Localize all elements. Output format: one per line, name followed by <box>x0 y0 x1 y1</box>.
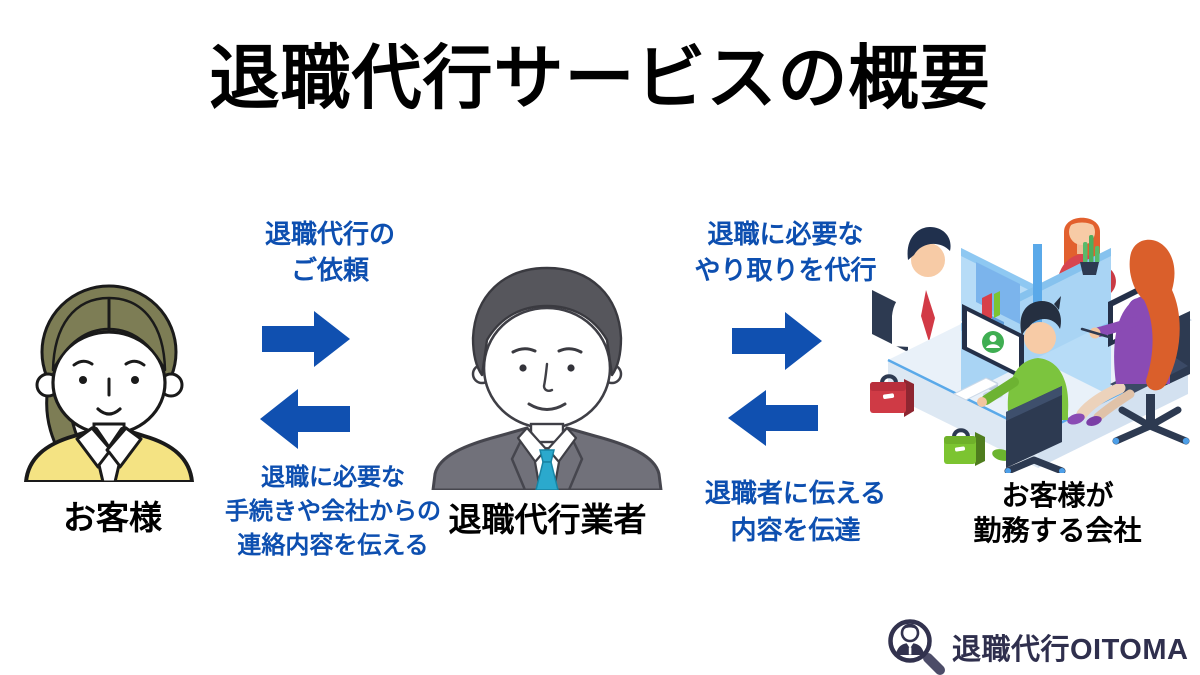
company-illustration <box>870 217 1192 473</box>
agency-illustration <box>431 266 663 490</box>
woman-body-icon <box>24 422 194 482</box>
customer-illustration <box>24 284 194 482</box>
man-face-icon <box>471 266 623 430</box>
actor-label-agency: 退職代行業者 <box>448 501 647 538</box>
flow-label-relay: 退職者に伝える 内容を伝達 <box>704 478 887 545</box>
office-worker-green-shirt-icon <box>977 296 1069 473</box>
actor-label-customer: お客様 <box>63 499 162 536</box>
man-body-icon <box>431 422 663 490</box>
arrow-left-report-icon <box>258 387 350 451</box>
flow-label-request: 退職代行の ご依頼 <box>264 219 395 285</box>
arrow-right-request-icon <box>262 309 352 369</box>
man-tie-icon <box>535 449 559 490</box>
brand-logo-text: 退職代行OITOMA <box>952 634 1189 666</box>
plant-icon <box>1080 235 1100 275</box>
red-briefcase-icon <box>870 374 914 417</box>
green-briefcase-icon <box>944 428 985 466</box>
arrow-right-proxy-icon <box>732 310 824 372</box>
office-worker-purple-top-icon <box>1067 239 1190 445</box>
page-title: 退職代行サービスの概要 <box>209 39 991 117</box>
brand-logo: 退職代行OITOMA <box>884 616 1188 675</box>
actor-label-company: お客様が 勤務する会社 <box>973 480 1142 546</box>
woman-face-icon <box>51 296 167 436</box>
flow-label-report: 退職に必要な 手続きや会社からの 連絡内容を伝える <box>225 464 441 559</box>
monitor-green-avatar-icon <box>952 304 1024 401</box>
magnifier-person-icon <box>888 619 945 675</box>
flow-label-proxy: 退職に必要な やり取りを代行 <box>694 219 877 285</box>
arrow-left-relay-icon <box>726 388 818 448</box>
